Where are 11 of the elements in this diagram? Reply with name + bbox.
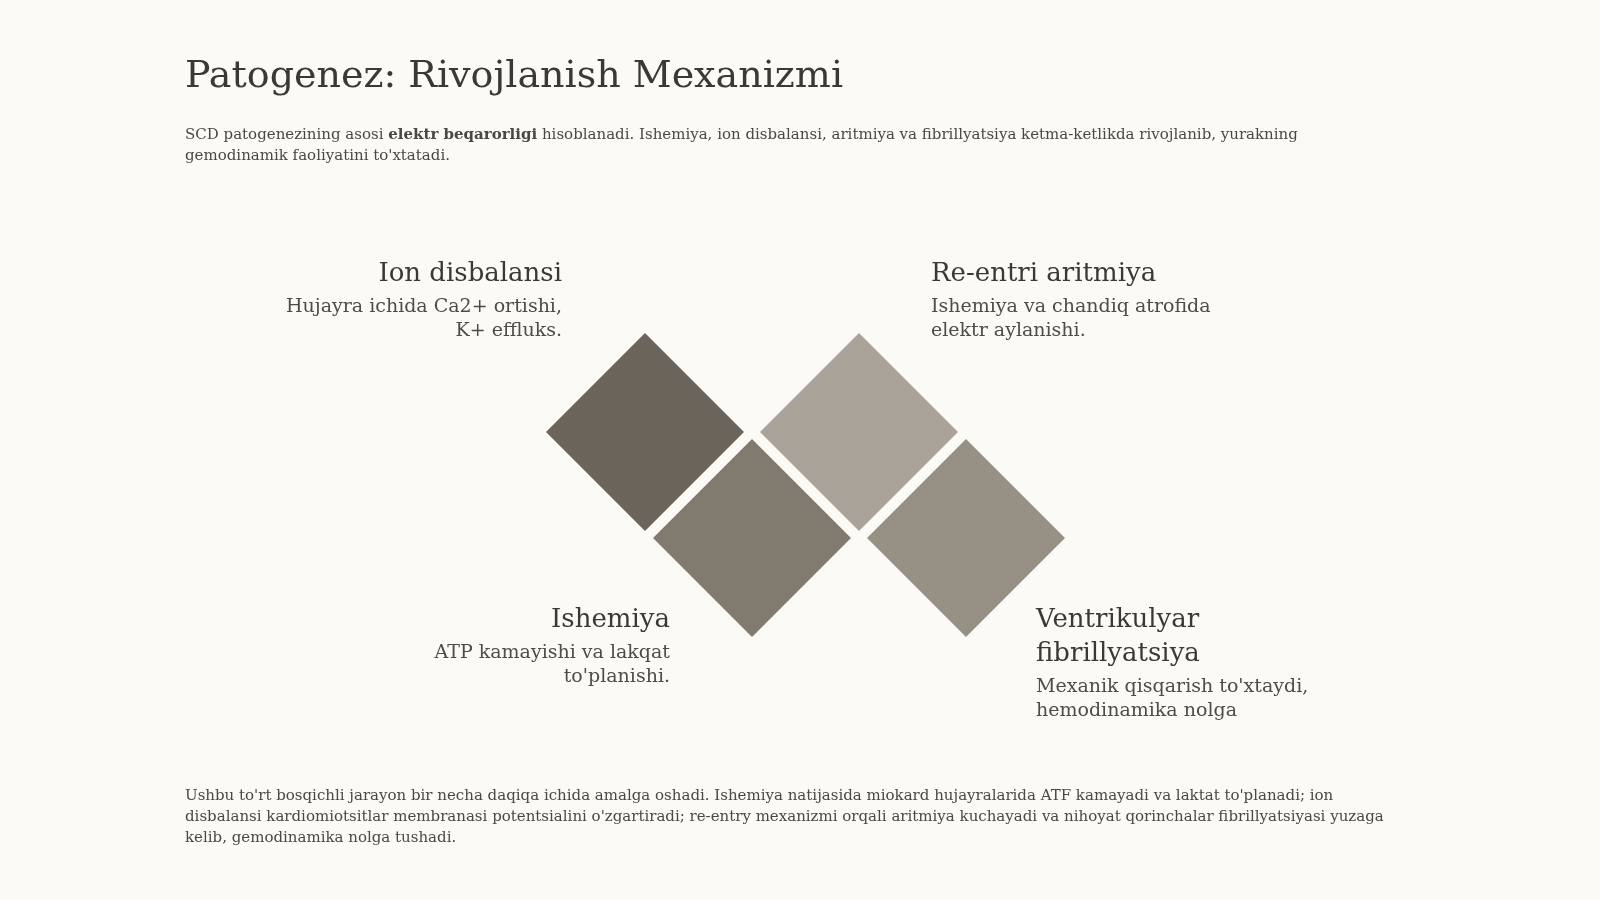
step-description: Ishemiya va chandiq atrofida elektr aylanishi. [931,293,1212,341]
step-heading: Ventrikulyar fibrillyatsiya [1036,602,1201,669]
step-heading: Re-entri aritmiya [931,256,1158,289]
slide-title: Patogenez: Rivojlanish Mexanizmi [185,52,844,96]
intro-paragraph: SCD patogenezining asosi elektr beqarorligi hisoblanadi. Ishemiya, ion disbalansi, aritmiya va fibrillyatsiya ketma-ketlikda rivojlanib, yurakning gemodinamik faoliyatini to'xtatadi. [185,124,1299,166]
summary-paragraph: Ushbu to'rt bosqichli jarayon bir necha daqiqa ichida amalga oshadi. Ishemiya natijasida miokard hujayralarida ATF kamayadi va laktat to'planadi; ion disbalansi kardiomiotsitlar membranasi potentsialini o'zgartiradi; re-entry mexanizmi orqali aritmiya kuchayadi va nihoyat qorinchalar fibrillyatsiyasi yuzaga kelib, gemodinamika nolga tushadi. [185,785,1385,848]
step-description: Mexanik qisqarish to'xtaydi, hemodinamika nolga [1036,673,1310,721]
step-heading: Ishemiya [550,602,670,635]
step-description: ATP kamayishi va lakqat to'planishi. [433,639,670,687]
step-description: Hujayra ichida Ca2+ ortishi, K+ effluks. [284,293,562,341]
step-heading: Ion disbalansi [377,256,562,289]
